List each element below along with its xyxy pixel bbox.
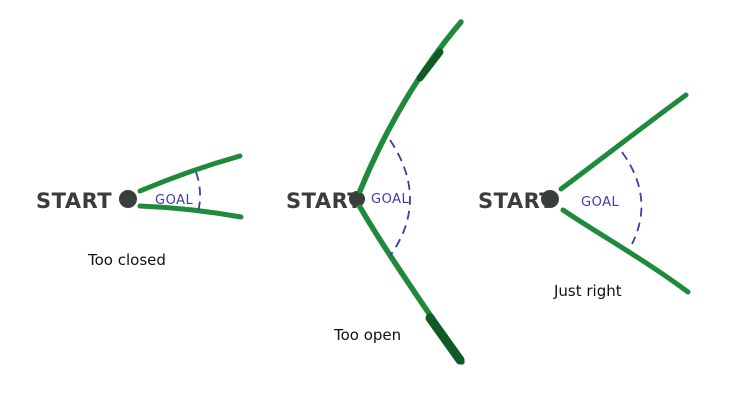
- upper-ray: [357, 19, 464, 194]
- diagram-just-right: START GOAL Just right: [478, 92, 691, 300]
- goal-arc: [621, 151, 643, 245]
- upper-ray: [137, 153, 243, 194]
- goal-arc: [195, 171, 201, 213]
- lower-ray: [137, 203, 244, 220]
- diagram-too-closed: START GOAL Too closed: [36, 153, 244, 269]
- lower-ray: [560, 207, 691, 295]
- goal-arc: [389, 139, 411, 257]
- start-label: START: [478, 189, 554, 213]
- goal-label: GOAL: [155, 193, 193, 208]
- caption-just-right: Just right: [553, 282, 622, 300]
- upper-ray: [558, 92, 689, 192]
- start-label: START: [36, 189, 112, 213]
- caption-too-closed: Too closed: [87, 251, 166, 269]
- caption-too-open: Too open: [333, 326, 401, 344]
- goal-label: GOAL: [371, 192, 409, 207]
- start-point: [119, 190, 137, 208]
- start-point: [349, 191, 365, 207]
- start-label: START: [286, 189, 362, 213]
- lower-ray-tip: [425, 313, 465, 365]
- goal-label: GOAL: [581, 195, 619, 210]
- upper-ray-tip: [416, 48, 444, 82]
- start-point: [541, 190, 559, 208]
- diagram-too-open: START GOAL Too open: [286, 19, 465, 365]
